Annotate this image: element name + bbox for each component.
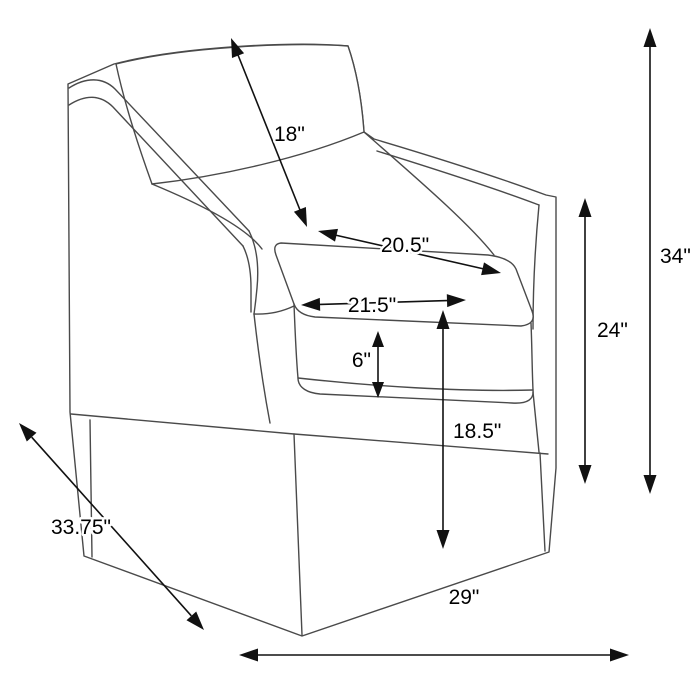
dim-label-seat-width: 21.5" xyxy=(348,294,396,317)
arrow-head xyxy=(578,198,592,217)
dim-label-back-cushion-diag: 18" xyxy=(274,123,305,146)
arrow-head xyxy=(436,530,450,549)
arrow-head xyxy=(186,611,204,630)
seat-right-to-base xyxy=(532,391,540,453)
dim-line xyxy=(237,54,301,211)
seat-cushion-front xyxy=(293,303,534,404)
arrow-head xyxy=(643,475,657,494)
seat-cushion-top xyxy=(274,242,534,327)
arrow-head xyxy=(301,297,321,311)
inside-back-right-tuck xyxy=(363,131,495,256)
dim-label-arm-height: 24" xyxy=(597,319,628,342)
dimension-seat-height: 18.5" xyxy=(436,310,504,549)
dim-label-cushion-thickness: 6" xyxy=(352,349,371,372)
arrow-head xyxy=(578,465,592,484)
dimension-back-cushion-diag: 18" xyxy=(231,38,307,227)
dim-line xyxy=(319,299,448,306)
arrow-head xyxy=(436,310,450,329)
dimension-arm-height: 24" xyxy=(578,198,630,484)
arrow-head xyxy=(372,382,384,398)
arrow-head xyxy=(318,228,338,242)
seat-left-tuck xyxy=(253,305,295,315)
dimension-cushion-thickness: 6" xyxy=(349,331,384,398)
base-front-left-corner xyxy=(293,433,303,636)
dimension-overall-width: 29" xyxy=(239,584,629,662)
dim-label-overall-width: 29" xyxy=(449,586,480,609)
arrow-head xyxy=(231,38,245,58)
dim-line xyxy=(334,234,485,270)
left-arm-front-outer xyxy=(248,230,259,315)
dimension-seat-depth-diag: 20.5" xyxy=(318,228,501,276)
chair-line-art xyxy=(67,43,557,637)
arrow-head xyxy=(19,423,37,442)
arrow-head xyxy=(446,294,466,308)
dimension-overall-height: 34" xyxy=(643,28,693,494)
arrow-head xyxy=(239,648,258,662)
arrow-head xyxy=(610,648,629,662)
left-arm-slope-outer xyxy=(68,79,250,232)
arrow-head xyxy=(293,207,307,227)
dim-label-seat-depth-diag: 20.5" xyxy=(381,234,429,257)
seat-cushion-welt xyxy=(297,377,534,392)
inside-back-left-tuck xyxy=(151,183,263,250)
skirt-pleat-front-right xyxy=(539,452,546,552)
dim-label-overall-depth: 33.75" xyxy=(51,516,111,539)
arrow-head xyxy=(372,331,384,347)
left-arm-to-base-edge xyxy=(253,313,271,424)
arrow-head xyxy=(481,262,501,276)
dim-label-seat-height: 18.5" xyxy=(453,420,501,443)
right-arm-slope-inner xyxy=(376,150,540,206)
skirt-pleat-back-left xyxy=(89,419,93,558)
dim-label-overall-height: 34" xyxy=(660,245,691,268)
dimension-overall-depth: 33.75" xyxy=(19,423,204,630)
arrow-head xyxy=(643,28,657,47)
dimension-seat-width: 21.5" xyxy=(301,292,466,320)
left-arm-front-inner xyxy=(242,245,252,313)
dim-line xyxy=(31,436,192,617)
left-arm-slope-inner xyxy=(68,96,244,247)
